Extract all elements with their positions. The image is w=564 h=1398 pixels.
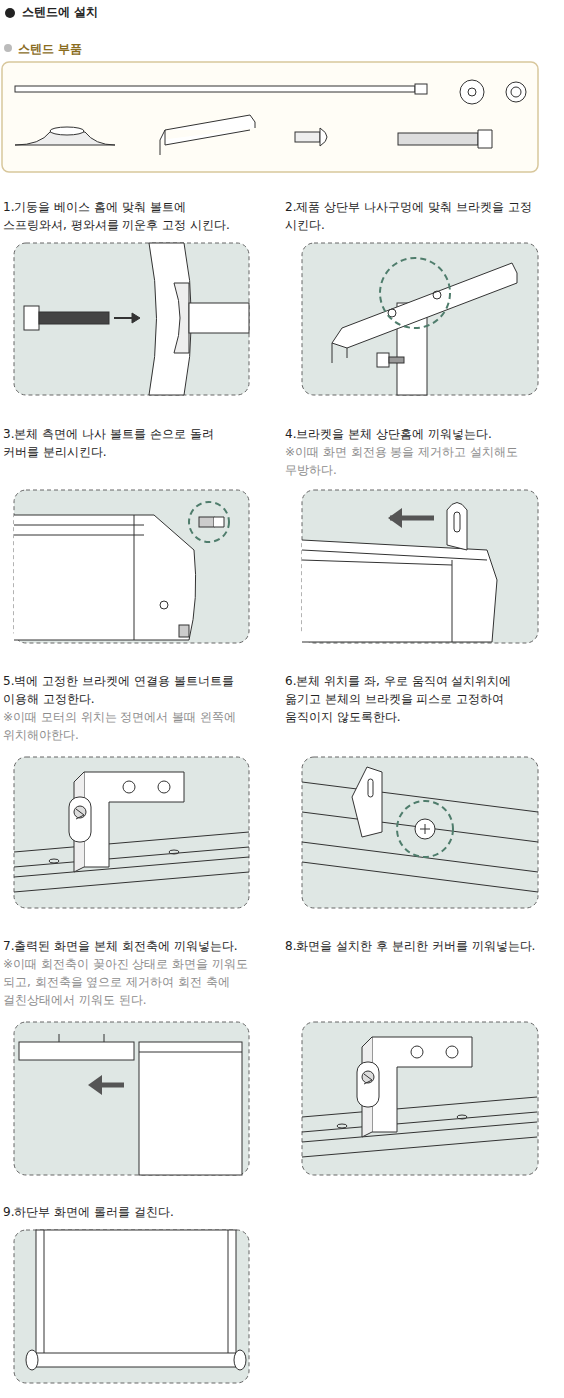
step-text: 1.기둥을 베이스 홈에 맞춰 볼트에 스프링와셔, 평와셔를 끼운후 고정 시… — [3, 198, 253, 234]
parts-heading: 스텐드 부품 — [18, 40, 218, 58]
step-note: ※이때 화면 회전용 봉을 제거하고 설치해도 무방하다. — [285, 443, 538, 479]
step-note: ※이때 모터의 위치는 정면에서 볼때 왼쪽에 위치해야한다. — [3, 708, 253, 744]
step-text: 4.브라켓을 본체 상단홈에 끼워넣는다. — [285, 425, 538, 443]
step-block: 7.출력된 화면을 본체 회전축에 끼워넣는다.※이때 회전축이 꽂아진 상태로… — [3, 937, 253, 1009]
step-text: 8.화면을 설치한 후 분리한 커버를 끼워넣는다. — [285, 937, 538, 955]
step-block: 6.본체 위치를 좌, 우로 움직여 설치위치에 옮기고 본체의 브라켓을 피스… — [285, 672, 538, 726]
page-title: 스텐드에 설치 — [22, 4, 98, 21]
step-block: 5.벽에 고정한 브라켓에 연결용 볼트너트를 이용해 고정한다.※이때 모터의… — [3, 672, 253, 744]
step-text: 5.벽에 고정한 브라켓에 연결용 볼트너트를 이용해 고정한다. — [3, 672, 253, 708]
step-block: 2.제품 상단부 나사구멍에 맞춰 브라켓을 고정 시킨다. — [285, 198, 538, 234]
step-note: ※이때 회전축이 꽂아진 상태로 화면을 끼워도 되고, 회전축을 옆으로 제거… — [3, 955, 253, 1009]
step-text: 3.본체 측면에 나사 볼트를 손으로 돌려 커버를 분리시킨다. — [3, 425, 253, 461]
step-block: 3.본체 측면에 나사 볼트를 손으로 돌려 커버를 분리시킨다. — [3, 425, 253, 461]
step-text: 7.출력된 화면을 본체 회전축에 끼워넣는다. — [3, 937, 253, 955]
step-text: 2.제품 상단부 나사구멍에 맞춰 브라켓을 고정 시킨다. — [285, 198, 538, 234]
step-block: 9.하단부 화면에 롤러를 걸친다. — [3, 1203, 253, 1221]
step-text: 9.하단부 화면에 롤러를 걸친다. — [3, 1203, 253, 1221]
section-heading: 스텐드 부품 — [18, 40, 218, 58]
step-block: 1.기둥을 베이스 홈에 맞춰 볼트에 스프링와셔, 평와셔를 끼운후 고정 시… — [3, 198, 253, 234]
step-block: 8.화면을 설치한 후 분리한 커버를 끼워넣는다. — [285, 937, 538, 955]
step-block: 4.브라켓을 본체 상단홈에 끼워넣는다.※이때 화면 회전용 봉을 제거하고 … — [285, 425, 538, 479]
step-text: 6.본체 위치를 좌, 우로 움직여 설치위치에 옮기고 본체의 브라켓을 피스… — [285, 672, 538, 726]
